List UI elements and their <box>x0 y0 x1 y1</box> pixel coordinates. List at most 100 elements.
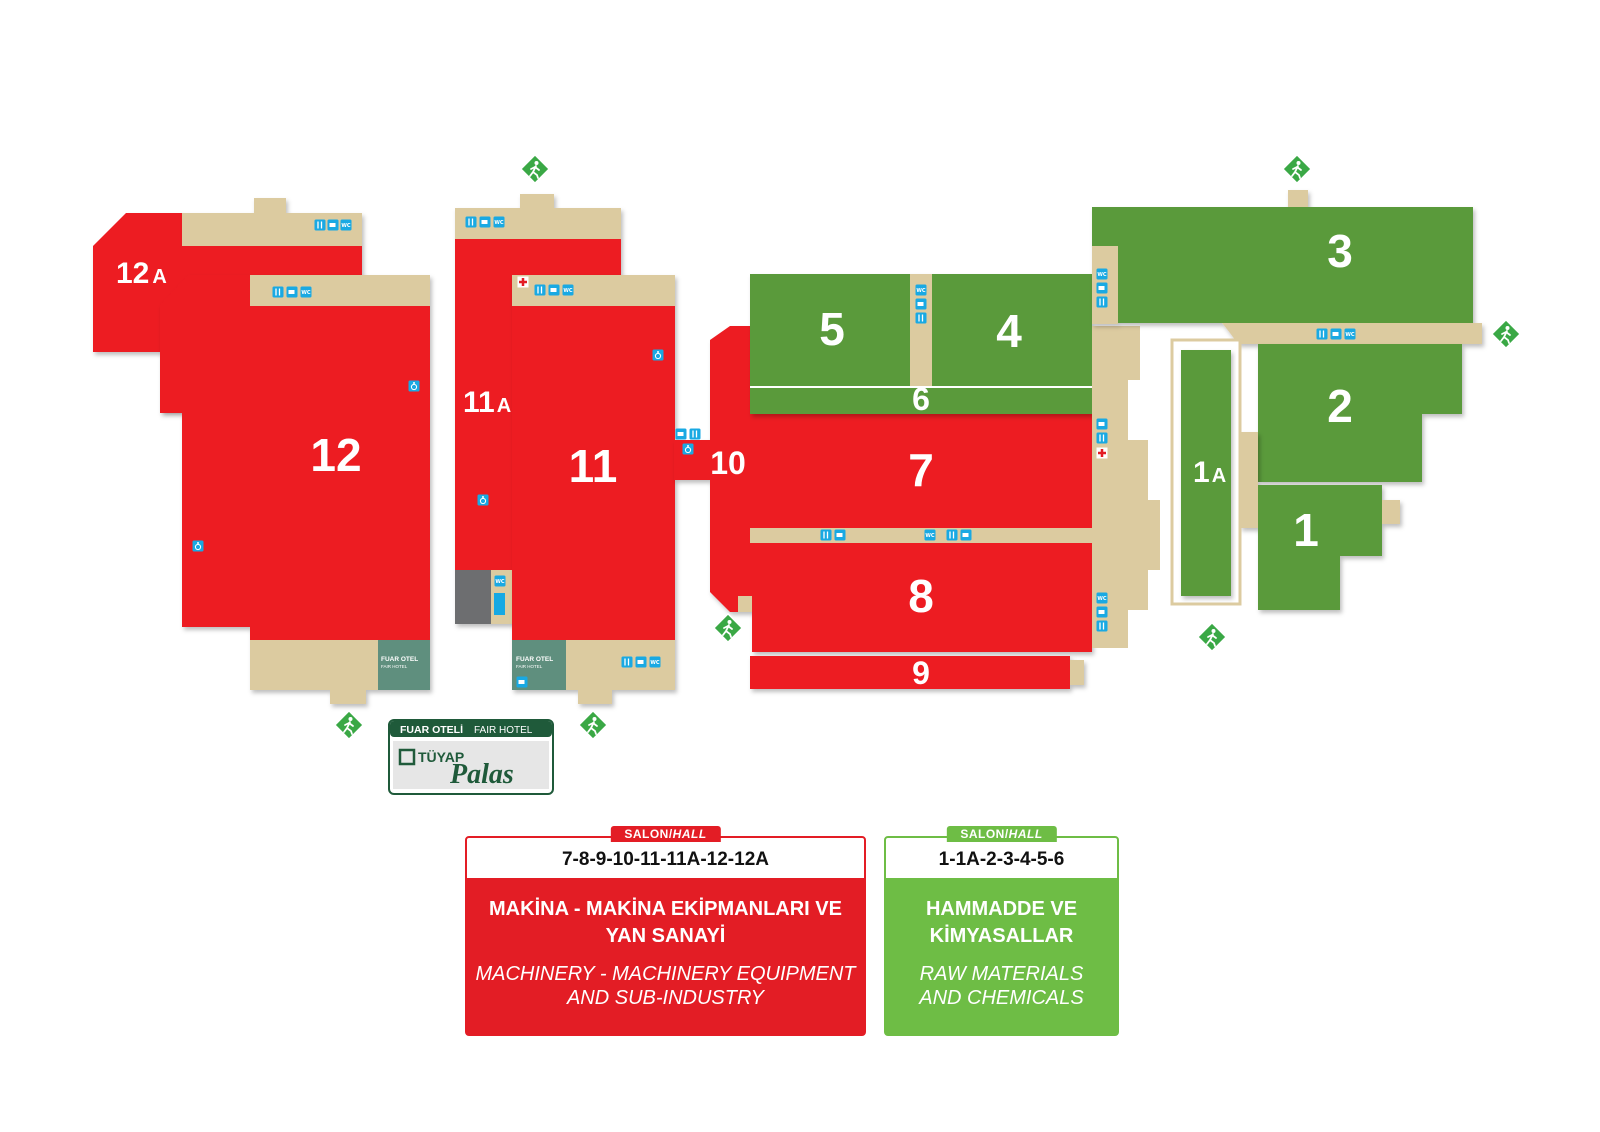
legend-raw-materials-body: HAMMADDE VE KİMYASALLAR RAW MATERIALS AN… <box>886 878 1117 1034</box>
wheelchair-icon <box>682 443 694 455</box>
hall-6-label: 6 <box>912 381 930 417</box>
cafe-icon <box>548 284 560 296</box>
hall-11-block[interactable] <box>512 275 675 704</box>
fair-hotel-area-right-label: FUAR OTEL <box>516 656 553 663</box>
exit-icon[interactable] <box>712 612 744 644</box>
wheelchair-icon <box>192 540 204 552</box>
cafe-icon <box>1096 282 1108 294</box>
legend-raw-materials-title-en-1: RAW MATERIALS <box>919 963 1084 985</box>
legend-machinery-title-tr-2: YAN SANAYİ <box>605 925 726 947</box>
wc-icon <box>1344 328 1356 340</box>
hall-1-label: 1 <box>1293 504 1319 556</box>
wheelchair-icon <box>477 494 489 506</box>
amenities-hall-3 <box>1315 327 1356 341</box>
fair-hotel-area-right-sublabel: FAIR HOTEL <box>516 664 543 669</box>
hall-12-block[interactable] <box>160 275 430 704</box>
cafe-icon <box>286 286 298 298</box>
exit-icon[interactable] <box>519 153 551 185</box>
hall-1a-block[interactable] <box>1170 338 1242 606</box>
restaurant-icon <box>945 528 959 542</box>
tuyap-palas-hotel-logo: FUAR OTELİ FAIR HOTEL TÜYAP Palas <box>388 719 554 795</box>
hotel-logo-header-tr: FUAR OTELİ <box>400 723 463 736</box>
exit-icon[interactable] <box>577 709 609 741</box>
hall-7-label: 7 <box>908 444 934 496</box>
exit-icon[interactable] <box>333 709 365 741</box>
amenities-hall-4-5 <box>914 284 928 325</box>
cafe-icon <box>1096 418 1108 430</box>
hall-2-label: 2 <box>1327 380 1353 432</box>
hall-9-label: 9 <box>912 655 930 691</box>
wc-icon <box>340 219 352 231</box>
restaurant-icon <box>688 427 702 441</box>
legend-raw-materials: SALON/HALL 1-1A-2-3-4-5-6 HAMMADDE VE Kİ… <box>884 826 1119 1036</box>
wc-icon <box>300 286 312 298</box>
cafe-icon <box>915 298 927 310</box>
legend-raw-materials-title-en-2: AND CHEMICALS <box>919 987 1084 1009</box>
cafe-icon <box>635 656 647 668</box>
wc-icon <box>649 656 661 668</box>
legend-raw-materials-halls: 1-1A-2-3-4-5-6 <box>938 849 1065 870</box>
hall-11-label: 11 <box>569 440 618 492</box>
legend-machinery-title-en-1: MACHINERY - MACHINERY EQUIPMENT <box>475 963 856 985</box>
bed-icon <box>516 676 528 688</box>
restaurant-icon <box>464 215 478 229</box>
wc-icon <box>494 575 506 587</box>
amenities-hall-12a <box>313 218 352 232</box>
legend-machinery-halls: 7-8-9-10-11-11A-12-12A <box>561 849 769 870</box>
cafe-icon <box>1096 606 1108 618</box>
legend-raw-materials-title-tr-2: KİMYASALLAR <box>929 925 1074 947</box>
legend-raw-materials-title-tr-1: HAMMADDE VE <box>925 898 1078 920</box>
exit-icon[interactable] <box>1281 153 1313 185</box>
hall-3-block[interactable] <box>1092 190 1482 344</box>
wheelchair-icon <box>408 380 420 392</box>
cafe-icon <box>479 216 491 228</box>
central-corridor <box>1092 326 1160 648</box>
hall-3-label: 3 <box>1327 225 1353 277</box>
hall-5-label: 5 <box>819 303 845 355</box>
restaurant-icon <box>1095 619 1109 633</box>
cafe-icon <box>1330 328 1342 340</box>
wc-icon <box>1096 592 1108 604</box>
hall-4-label: 4 <box>996 305 1022 357</box>
legend-machinery-tab: SALON/HALL <box>610 826 721 842</box>
wheelchair-icon <box>652 349 664 361</box>
exit-icon[interactable] <box>1196 621 1228 653</box>
halls-4-5-6-block[interactable] <box>750 274 1092 414</box>
fair-hotel-area-left-label: FUAR OTEL <box>381 656 418 663</box>
legend-machinery-title-en-2: AND SUB-INDUSTRY <box>566 987 765 1009</box>
wc-icon <box>562 284 574 296</box>
hotel-logo-brand: TÜYAP <box>418 749 464 765</box>
hall-10-label: 10 <box>710 445 746 481</box>
restaurant-icon <box>271 285 285 299</box>
tuyap-logo-icon <box>398 748 416 766</box>
legend-machinery: SALON/HALL 7-8-9-10-11-11A-12-12A MAKİNA… <box>465 826 866 1036</box>
legend-machinery-body: MAKİNA - MAKİNA EKİPMANLARI VE YAN SANAY… <box>467 878 864 1034</box>
first-aid-icon <box>516 275 530 289</box>
hall-1-block[interactable] <box>1240 432 1400 610</box>
restaurant-icon <box>819 528 833 542</box>
cafe-icon <box>960 529 972 541</box>
legend-machinery-title-tr-1: MAKİNA - MAKİNA EKİPMANLARI VE <box>489 898 842 920</box>
restaurant-icon <box>1315 327 1329 341</box>
legend-raw-materials-tab: SALON/HALL <box>946 826 1057 842</box>
restaurant-icon <box>1095 295 1109 309</box>
restaurant-icon <box>533 283 547 297</box>
hall-2-block[interactable] <box>1258 344 1462 482</box>
first-aid-icon <box>1095 446 1109 460</box>
exit-icon[interactable] <box>1490 318 1522 350</box>
wc-icon <box>1096 268 1108 280</box>
hotel-logo-name: Palas <box>449 759 514 790</box>
cafe-icon <box>675 428 687 440</box>
restaurant-icon <box>914 311 928 325</box>
hall-12-label: 12 <box>310 429 361 481</box>
restaurant-icon <box>1095 431 1109 445</box>
cafe-icon <box>834 529 846 541</box>
cafe-icon <box>327 219 339 231</box>
hall-8-label: 8 <box>908 570 934 622</box>
restaurant-icon <box>313 218 327 232</box>
wc-icon <box>915 284 927 296</box>
